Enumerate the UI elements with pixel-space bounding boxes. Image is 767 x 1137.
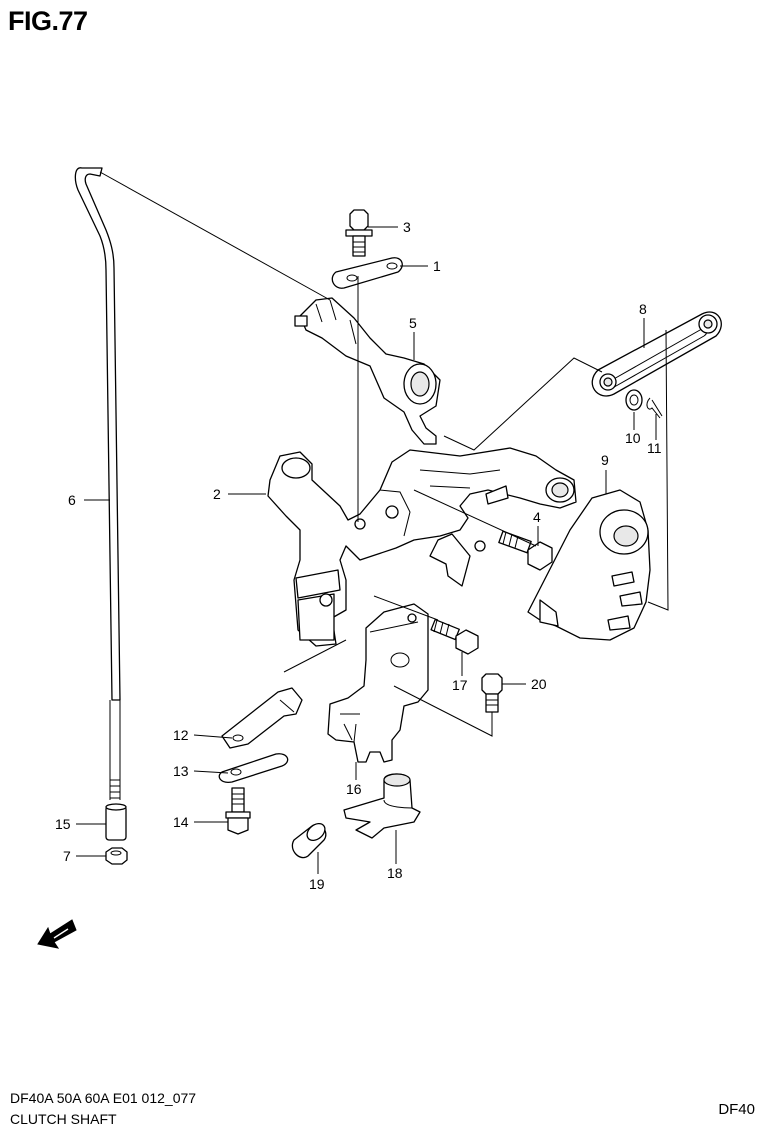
callout-label-2: 2	[213, 486, 221, 502]
part-3-bolt[interactable]	[345, 209, 373, 257]
callout-label-15: 15	[55, 816, 71, 832]
assembly-lines	[99, 171, 669, 737]
part-19-spacer[interactable]	[291, 820, 328, 859]
callout-9: 9	[601, 452, 609, 494]
part-20-bolt[interactable]	[481, 673, 503, 713]
callout-label-13: 13	[173, 763, 189, 779]
part-13-plate[interactable]	[218, 753, 289, 783]
callout-label-3: 3	[403, 219, 411, 235]
callout-label-7: 7	[63, 848, 71, 864]
part-2-main-bracket[interactable]	[267, 447, 577, 647]
callout-label-6: 6	[68, 492, 76, 508]
part-17-bolt[interactable]	[430, 618, 479, 655]
callout-6: 6	[68, 492, 110, 508]
model-code: DF40	[718, 1101, 755, 1118]
part-4-bolt[interactable]	[498, 530, 553, 571]
callout-label-19: 19	[309, 876, 325, 892]
fwd-arrow-icon	[37, 919, 77, 949]
callout-12: 12	[173, 727, 233, 743]
part-10-washer[interactable]	[625, 389, 643, 411]
callout-label-8: 8	[639, 301, 647, 317]
callout-19: 19	[309, 852, 325, 892]
callout-label-20: 20	[531, 676, 547, 692]
callout-15: 15	[55, 816, 106, 832]
callout-label-18: 18	[387, 865, 403, 881]
callout-11: 11	[647, 414, 662, 456]
part-1-plate[interactable]	[331, 257, 403, 289]
callout-label-11: 11	[647, 440, 662, 456]
part-6-clutch-rod[interactable]	[74, 167, 121, 800]
callout-5: 5	[409, 315, 417, 360]
callout-17: 17	[452, 652, 468, 693]
callout-14: 14	[173, 814, 228, 830]
part-12-bracket[interactable]	[221, 687, 303, 749]
callout-label-10: 10	[625, 430, 641, 446]
callout-label-16: 16	[346, 781, 362, 797]
callout-4: 4	[533, 509, 541, 546]
footer-part-name: CLUTCH SHAFT	[10, 1111, 117, 1127]
callout-label-12: 12	[173, 727, 189, 743]
callout-16: 16	[346, 762, 362, 797]
part-16-shift-plate[interactable]	[327, 603, 429, 763]
part-8-link[interactable]	[591, 311, 722, 397]
callout-7: 7	[63, 848, 106, 864]
footer-model-line: DF40A 50A 60A E01 012_077	[10, 1090, 197, 1106]
part-9-cam-plate[interactable]	[527, 489, 651, 641]
callout-3: 3	[368, 219, 411, 235]
callout-18: 18	[387, 830, 403, 881]
part-15-sleeve[interactable]	[105, 803, 127, 841]
part-7-nut[interactable]	[105, 847, 128, 865]
part-18-clip[interactable]	[343, 773, 421, 839]
callout-2: 2	[213, 486, 266, 502]
callout-label-9: 9	[601, 452, 609, 468]
callout-label-14: 14	[173, 814, 189, 830]
part-11-cotter-pin[interactable]	[646, 397, 663, 419]
part-5-shaft-bracket[interactable]	[294, 297, 441, 445]
callout-10: 10	[625, 412, 641, 446]
callout-label-5: 5	[409, 315, 417, 331]
callout-label-17: 17	[452, 677, 468, 693]
part-14-bolt[interactable]	[225, 787, 251, 835]
figure-title: FIG.77	[8, 6, 88, 36]
callout-20: 20	[502, 676, 547, 692]
callout-1: 1	[400, 258, 441, 274]
callout-label-4: 4	[533, 509, 541, 525]
callout-label-1: 1	[433, 258, 441, 274]
callout-8: 8	[639, 301, 647, 348]
callout-13: 13	[173, 763, 229, 779]
